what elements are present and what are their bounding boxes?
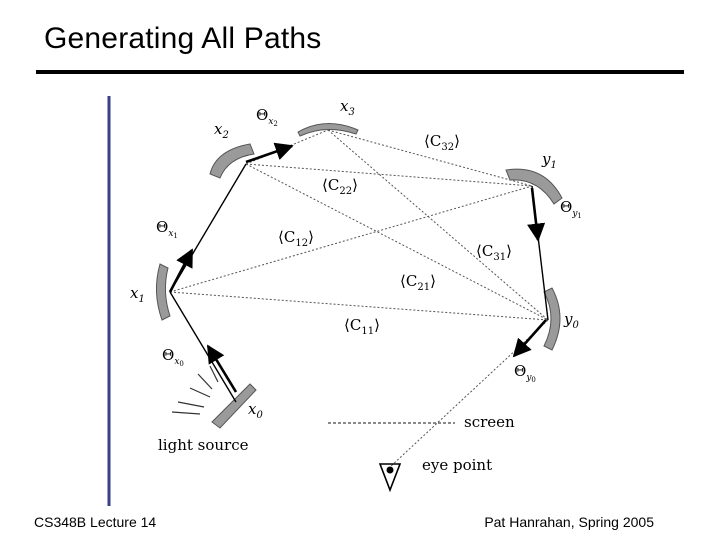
arrow-x0-theta [206,344,238,393]
surface-x3 [297,122,359,137]
label-c31: ⟨C31⟩ [476,242,512,263]
surface-x2 [209,143,255,179]
label-c32: ⟨C32⟩ [424,132,460,153]
label-c22: ⟨C22⟩ [322,176,358,197]
arrow-x1-theta [168,248,194,293]
label-x0: x0 [248,400,263,421]
line-x3-y1 [327,129,533,187]
label-y0: y0 [563,310,579,331]
arrow-x0-x1 [169,291,237,403]
label-theta-x2: Θx2 [256,106,278,128]
label-theta-x1: Θx1 [156,218,178,240]
label-theta-x0: Θx0 [162,346,184,368]
eye-icon [378,463,402,493]
label-x2: x2 [214,120,229,141]
line-x1-y1 [169,185,533,293]
footer-author: Pat Hanrahan, Spring 2005 [484,514,654,530]
surface-y0 [543,287,561,351]
line-x1-y0 [169,291,549,321]
connection-labels: ⟨C32⟩ ⟨C22⟩ ⟨C12⟩ ⟨C31⟩ ⟨C21⟩ ⟨C11⟩ [278,132,512,337]
surface-y1 [505,168,563,205]
surface-x1 [156,263,171,321]
surfaces [156,122,563,429]
scene-labels: light source screen eye point [158,413,515,474]
direction-labels: Θx2 Θx1 Θy1 Θx0 Θy0 [156,106,582,384]
light-rays [171,365,219,415]
path-arrows [168,142,549,403]
arrow-x2-theta [245,142,294,164]
arrow-y0-theta [512,319,547,358]
line-y0-eye [389,319,549,468]
label-x1: x1 [130,284,145,305]
label-theta-y0: Θy0 [514,362,536,384]
label-c21: ⟨C21⟩ [400,272,436,293]
arrow-x1-x2 [169,163,247,293]
surface-x0 [211,383,257,429]
footer-course: CS348B Lecture 14 [34,514,157,530]
label-x3: x3 [340,97,355,118]
label-eye-point: eye point [422,456,492,474]
label-c11: ⟨C11⟩ [344,316,380,337]
node-labels: x3 x2 y1 x1 y0 x0 [130,97,579,421]
label-theta-y1: Θy1 [560,198,582,220]
line-x3-y0 [327,129,549,321]
label-c12: ⟨C12⟩ [278,228,314,249]
line-x2-y0 [245,163,549,321]
label-screen: screen [464,413,515,431]
label-y1: y1 [541,150,557,171]
slide-title: Generating All Paths [44,22,322,55]
arrow-y1-theta [527,187,546,242]
label-light-source: light source [158,436,249,454]
title-rule [36,70,684,74]
path-diagram: x3 x2 y1 x1 y0 x0 Θx2 Θx1 Θy1 Θx0 Θy0 ⟨C… [107,96,582,506]
